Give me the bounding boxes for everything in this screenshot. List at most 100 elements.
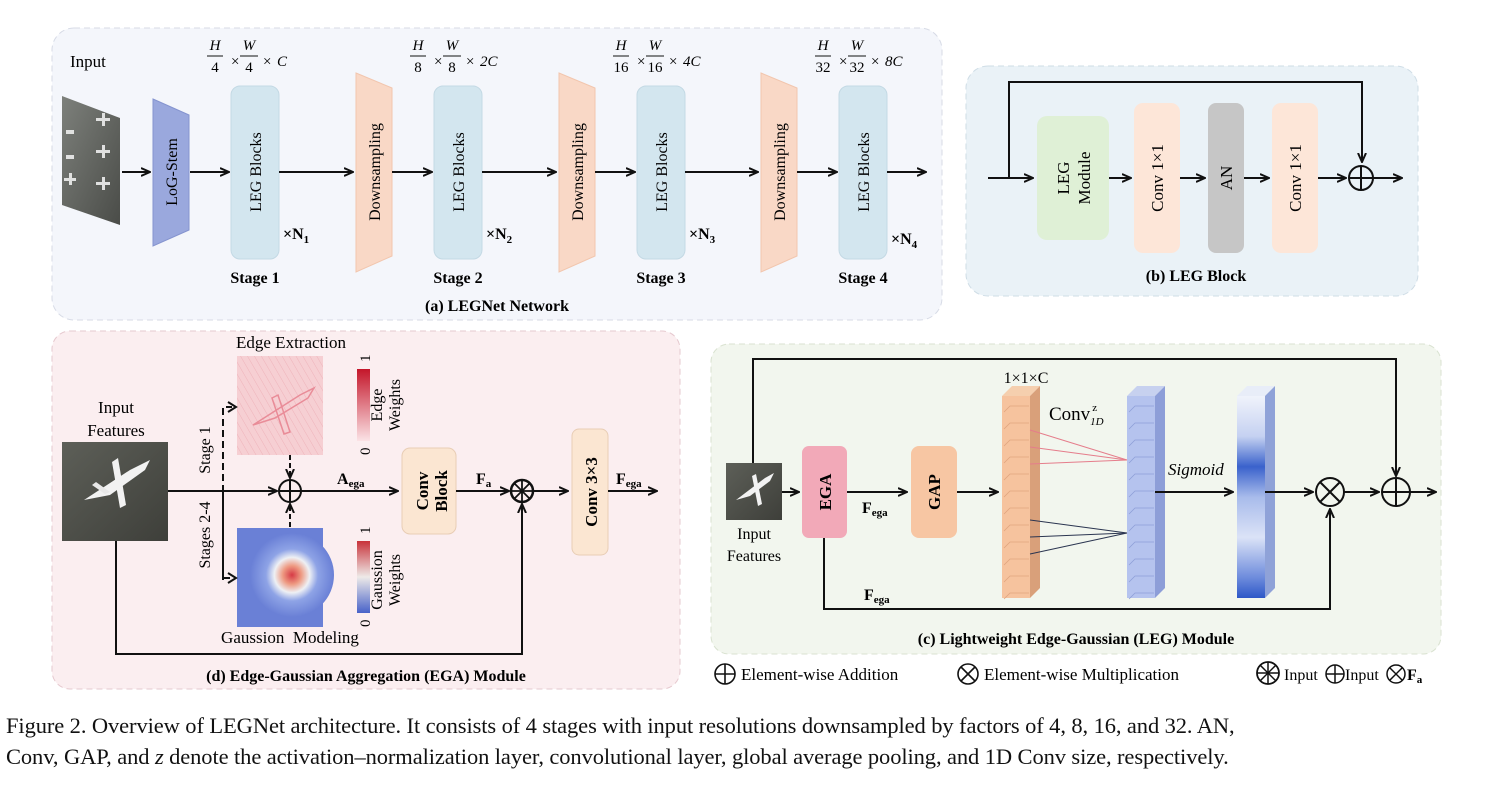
downsampling-label: Downsampling (570, 123, 587, 221)
channel-vector-orange (1002, 386, 1040, 600)
legend-combo-addition-icon (1325, 664, 1345, 684)
repeat-count: ×N4 (891, 231, 918, 251)
dims-h: H (817, 38, 830, 54)
downsampling-label: Downsampling (772, 123, 789, 221)
input-aerial-image (62, 96, 120, 225)
dims-w: W (243, 38, 257, 54)
conv3x3-label: Conv 3×3 (582, 457, 601, 527)
dims-w: W (446, 38, 460, 54)
downsampling-block: Downsampling (760, 72, 798, 273)
times-sign: × (231, 54, 239, 70)
legend-combo-fa: Fa (1407, 667, 1423, 686)
times-sign: × (637, 54, 645, 70)
legend-combo-input-1: Input (1284, 667, 1318, 684)
legend-combined-icon (1256, 661, 1280, 685)
f-a-label: Fa (476, 471, 492, 490)
edge-extraction-title: Edge Extraction (236, 333, 346, 352)
times-sign: × (466, 54, 474, 70)
stage-label: Stage 4 (838, 270, 887, 287)
leg-blocks-label: LEG Blocks (654, 132, 671, 212)
downsampling-label: Downsampling (367, 123, 384, 221)
panel-b-leg-block: LEG Module Conv 1×1 AN Conv 1×1 (b) LEG … (965, 65, 1419, 297)
panel-c-title: (c) Lightweight Edge-Gaussian (LEG) Modu… (918, 631, 1234, 648)
channel-dim-label: 1×1×C (1004, 370, 1049, 387)
gauss-colorbar-label-2: Weights (387, 554, 404, 606)
stage1-branch-label: Stage 1 (197, 426, 214, 474)
leg-blocks-label: LEG Blocks (856, 132, 873, 212)
conv1d-kernel-lines-red (1029, 429, 1128, 465)
edge-colorbar (357, 369, 370, 441)
leg-blocks-box: LEG Blocks (230, 85, 280, 260)
combined-operator-icon (509, 478, 535, 504)
attention-weights-column (1237, 386, 1275, 598)
leg-module-label-line2: Module (1075, 152, 1094, 205)
an-box: AN (1208, 103, 1244, 253)
dims-h: H (209, 38, 222, 54)
stage-label: Stage 1 (230, 270, 279, 287)
addition-icon (1348, 165, 1374, 191)
legend-multiplication-label: Element-wise Multiplication (984, 665, 1179, 684)
input-features-line2: Features (87, 421, 145, 440)
sigmoid-label: Sigmoid (1168, 460, 1224, 479)
dims-c: C (277, 54, 288, 70)
dims-c: 4C (683, 54, 702, 70)
leg-blocks-box: LEG Blocks (433, 85, 483, 260)
gap-label: GAP (925, 474, 944, 510)
gauss-colorbar-label-1: Gaussion (369, 550, 386, 610)
edge-colorbar-label-2: Weights (387, 379, 404, 431)
addition-icon (278, 479, 302, 503)
dims-w-den: 16 (648, 60, 664, 76)
conv3x3-box: Conv 3×3 (571, 428, 609, 556)
caption-line-2: Conv, GAP, and z denote the activation–n… (6, 741, 1492, 772)
stages2-4-branch-label: Stages 2-4 (197, 501, 214, 568)
gaussian-map-image (237, 528, 334, 627)
input-features-line2: Features (727, 548, 781, 565)
legend-combo-input-2: Input (1345, 667, 1379, 684)
legend-addition-label: Element-wise Addition (741, 665, 899, 684)
legend-multiplication-icon (957, 663, 979, 685)
caption-line-2-pre: Conv, GAP, and (6, 744, 155, 769)
input-airplane-thumbnail (726, 463, 782, 520)
times-sign: × (839, 54, 847, 70)
leg-blocks-label: LEG Blocks (451, 132, 468, 212)
dims-w-den: 32 (850, 60, 865, 76)
input-airplane-image (62, 442, 168, 541)
repeat-count: ×N1 (283, 226, 309, 246)
dims-h-den: 32 (816, 60, 831, 76)
gaussian-modeling-title: Gaussion Modeling (221, 628, 359, 647)
caption-line-2-post: denote the activation–normalization laye… (163, 744, 1229, 769)
legend-addition-icon (714, 663, 736, 685)
stage-dims-label: H16×W16×4C (613, 38, 702, 76)
f-ega-output-label: Fega (616, 471, 642, 490)
panel-d-ega-module: Input Features Edge Extraction 1 0 Edge … (51, 330, 681, 690)
panel-c-leg-module: Input Features EGA Fega GAP 1×1×C (710, 343, 1442, 655)
input-features-line1: Input (98, 398, 134, 417)
dims-h-den: 8 (414, 60, 422, 76)
repeat-count: ×N3 (689, 226, 716, 246)
ega-label: EGA (816, 473, 835, 511)
leg-module-label-line1: LEG (1054, 161, 1073, 194)
leg-blocks-label: LEG Blocks (248, 132, 265, 212)
edge-colorbar-min: 0 (358, 448, 374, 456)
dims-h-den: 4 (211, 60, 219, 76)
dims-h: H (615, 38, 628, 54)
times-sign: × (871, 54, 879, 70)
a-ega-label: Aega (337, 471, 365, 490)
stage-dims-label: H32×W32×8C (815, 38, 904, 76)
dims-h-den: 16 (614, 60, 630, 76)
stage-label: Stage 2 (433, 270, 482, 287)
conv-block-box: Conv Block (401, 447, 457, 535)
gaussian-colorbar (357, 541, 370, 613)
edge-colorbar-label-1: Edge (369, 389, 386, 422)
times-sign: × (669, 54, 677, 70)
panel-b-title: (b) LEG Block (1146, 268, 1247, 285)
panel-d-title: (d) Edge-Gaussian Aggregation (EGA) Modu… (206, 668, 526, 685)
leg-blocks-box: LEG Blocks (636, 85, 686, 260)
repeat-count: ×N2 (486, 226, 513, 246)
